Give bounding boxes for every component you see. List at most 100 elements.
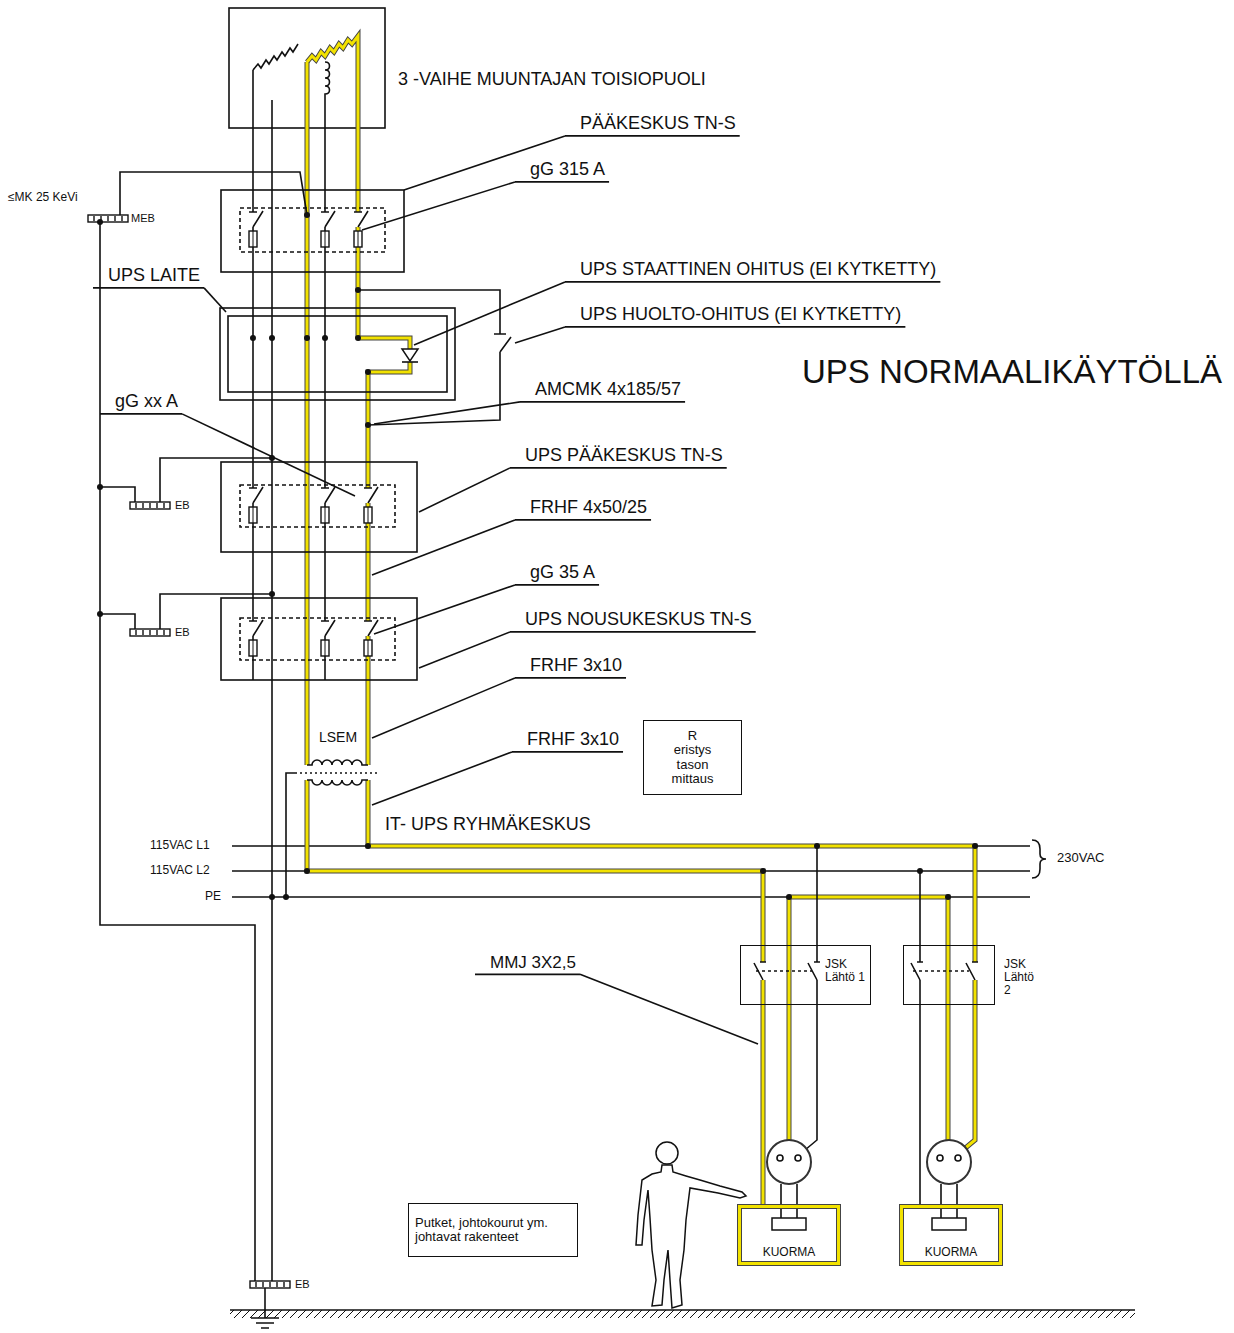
switchboard-box (221, 598, 417, 680)
ups-device (402, 361, 418, 363)
cable-type: FRHF 3x10 (527, 730, 619, 750)
callout-label: UPS HUOLTO-OHITUS (EI KYTKETTY) (580, 305, 901, 325)
fault-path-conductor (789, 897, 948, 1140)
label-underline (515, 677, 626, 679)
node-text: R eristys tason mittaus (669, 729, 717, 786)
human-figure (656, 1142, 678, 1164)
label-underline (515, 181, 609, 183)
node-text: KUORMA (763, 1246, 816, 1259)
jsk-switch (754, 962, 978, 980)
switch-fuse (321, 487, 335, 523)
connection-dot (250, 335, 256, 341)
ups-device (220, 308, 455, 400)
connection-dot (814, 843, 820, 849)
switch-fuse (321, 620, 335, 656)
connection-dot (97, 484, 103, 490)
leader-line (372, 678, 515, 738)
transformer-winding (253, 44, 298, 70)
fault-path-conductor (368, 780, 975, 1150)
isolating-transformer (307, 780, 368, 785)
mechanical-link (240, 208, 395, 660)
bus-name: 115VAC L1 (150, 839, 210, 852)
earthing-conductor (100, 222, 255, 1281)
leader-line (204, 288, 226, 312)
jsk-switch (754, 962, 978, 980)
note-box: Putket, johtokourut ym. johtavat rakente… (408, 1203, 578, 1257)
node-text: JSK Lähtö 1 (825, 958, 869, 984)
label-underline (565, 326, 905, 328)
bus-name: PE (205, 890, 221, 903)
connection-dot (972, 843, 978, 849)
earthing-conductor (251, 1288, 279, 1328)
switch-fuse (249, 211, 378, 656)
conductor (232, 70, 1030, 1281)
load-resistor (781, 1184, 957, 1218)
ground-surface (230, 1310, 1135, 1318)
leader-line (419, 468, 510, 512)
leader-line (374, 402, 520, 424)
bus-brace (1032, 840, 1046, 878)
branch-wire (805, 846, 920, 1150)
node-text: KUORMA (925, 1246, 978, 1259)
fuse-rating: gG 35 A (530, 563, 595, 583)
callout-label: UPS STAATTINEN OHITUS (EI KYTKETTY) (580, 260, 936, 280)
switch-box: JSK Lähtö 1 (740, 945, 871, 1005)
callout-label: UPS LAITE (108, 266, 200, 286)
cable-type: MMJ 3X2,5 (490, 954, 576, 973)
callout-label: UPS NOUSUKESKUS TN-S (525, 610, 752, 630)
socket (795, 1155, 801, 1161)
ups-device (402, 349, 418, 361)
bar-name: EB (175, 499, 190, 511)
label-underline (93, 287, 204, 289)
bar-name: EB (295, 1278, 310, 1290)
socket (767, 1140, 811, 1184)
transformer-winding (325, 62, 330, 128)
board-name: IT- UPS RYHMÄKESKUS (385, 815, 591, 835)
isolating-transformer (286, 773, 295, 897)
leader-line (372, 520, 515, 575)
label-underline (475, 974, 580, 976)
socket (777, 1155, 783, 1161)
leader-line (372, 752, 512, 805)
switch-box: JSK Lähtö 2 (903, 945, 995, 1005)
connection-dot (365, 422, 371, 428)
label-underline (100, 413, 182, 415)
earthing-conductor (100, 458, 272, 629)
label-underline (510, 631, 756, 633)
earth-bar (250, 1281, 290, 1288)
connection-dot (365, 843, 371, 849)
connection-dot (355, 335, 361, 341)
bar-name: MEB (131, 212, 155, 224)
fault-path-conductor (789, 897, 948, 1140)
leader-line (419, 632, 510, 668)
connection-dot (97, 219, 103, 225)
cable-type: AMCMK 4x185/57 (535, 380, 681, 400)
device-name: LSEM (319, 730, 357, 745)
fault-path-conductor (307, 36, 975, 1150)
transformer-label: 3 -VAIHE MUUNTAJAN TOISIOPUOLI (398, 70, 706, 90)
ups-device (228, 316, 447, 392)
leader-line (580, 974, 758, 1044)
wire-casing (761, 1005, 766, 1205)
socket (955, 1155, 961, 1161)
socket (927, 1140, 971, 1184)
connection-dot (97, 611, 103, 617)
switch-fuse (249, 620, 263, 656)
leader-line (515, 327, 565, 343)
connection-dot (97, 212, 978, 900)
switchboard-box (221, 462, 417, 552)
fuse-rating: gG 315 A (530, 160, 605, 180)
earth-bar (88, 215, 290, 1288)
label-underline (520, 401, 685, 403)
connection-dot (355, 287, 361, 293)
connection-dot (760, 868, 766, 874)
connection-dot (304, 335, 310, 341)
label-underline (510, 467, 727, 469)
ground-surface (230, 1309, 1135, 1311)
earth-bar (130, 629, 170, 636)
load-resistor (932, 1218, 966, 1230)
leader-line (414, 282, 565, 345)
connection-dot (786, 894, 792, 900)
